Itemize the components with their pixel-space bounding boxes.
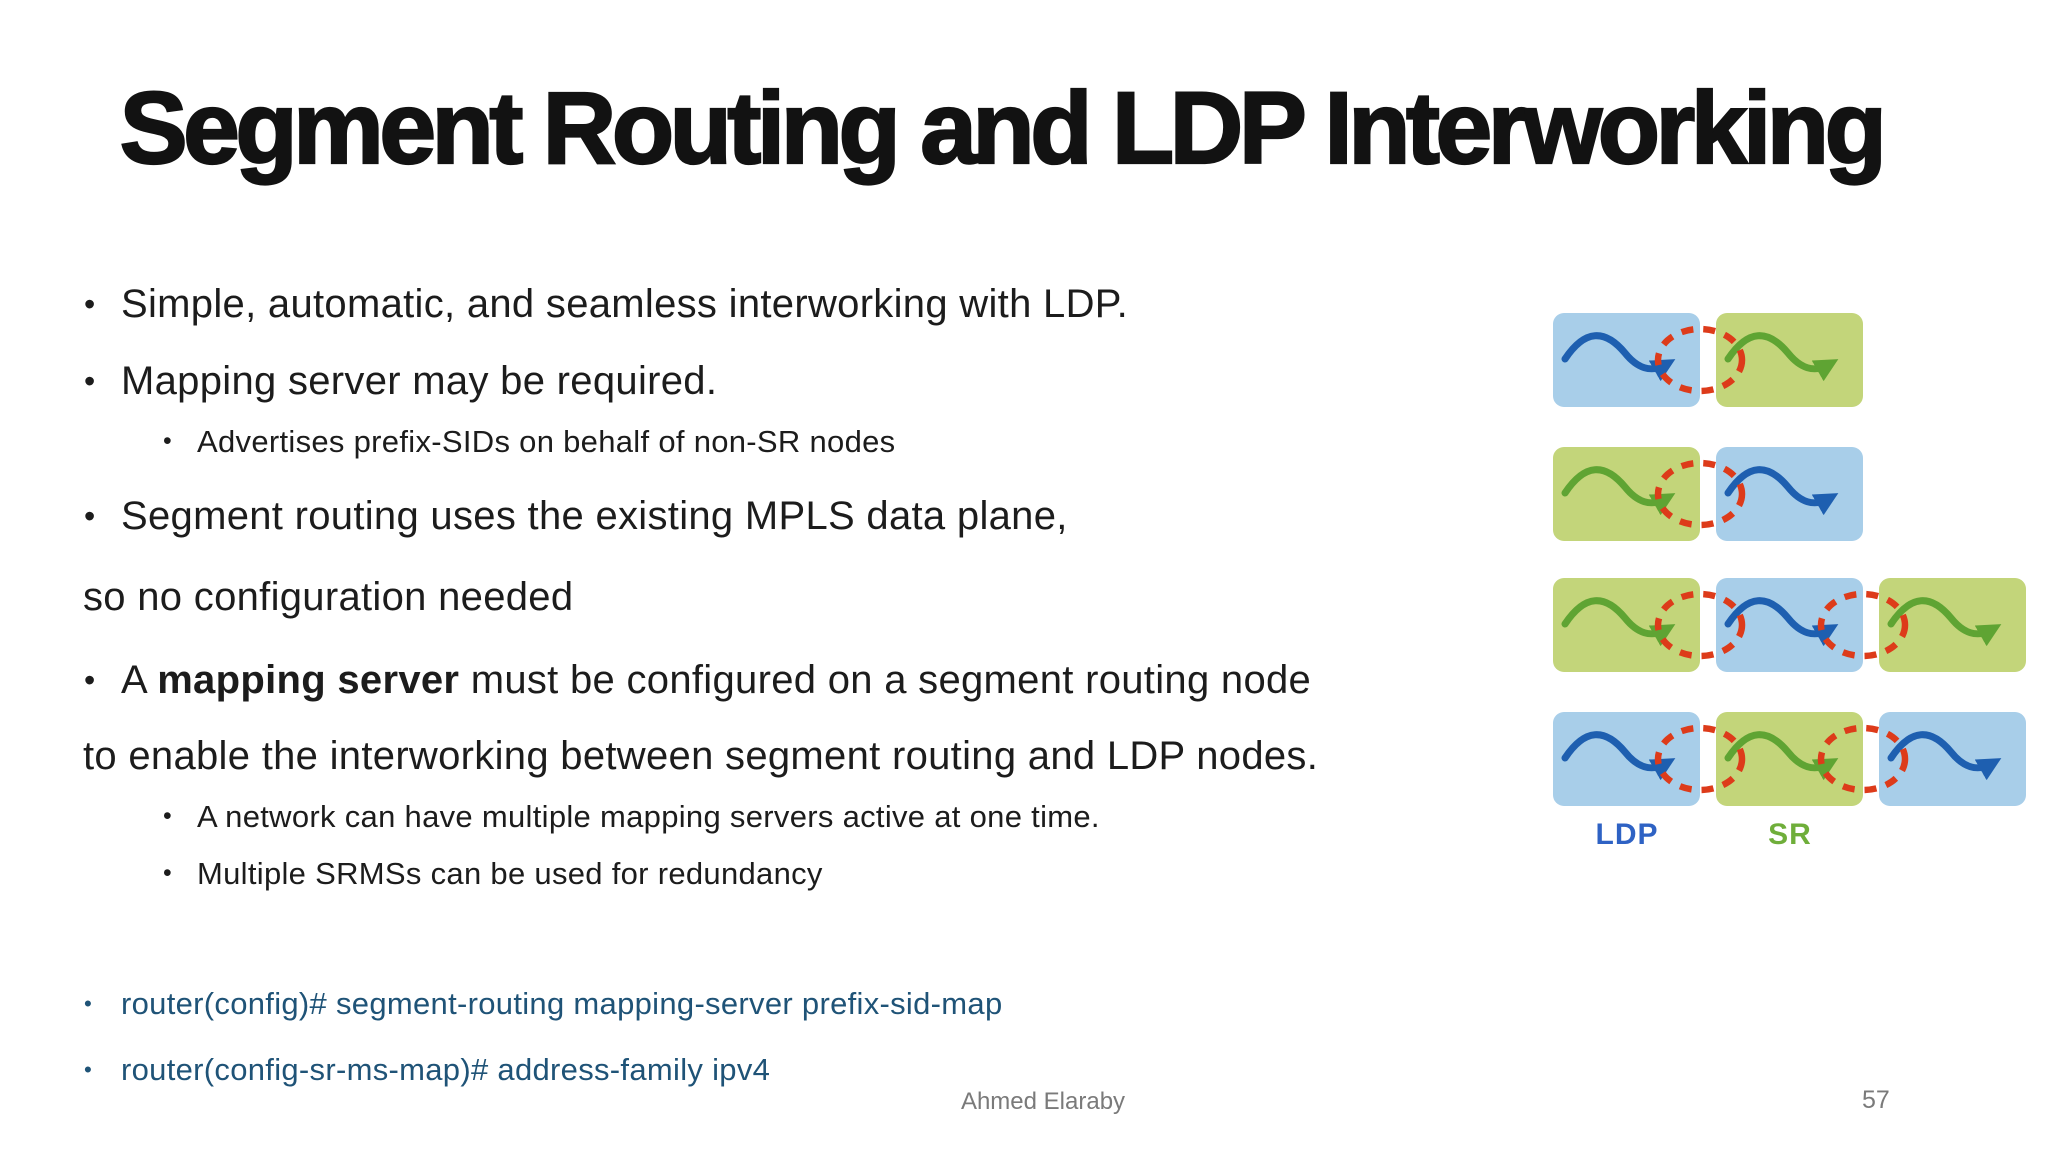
diagram-box-sr (1553, 578, 1700, 672)
diagram-box-ldp (1553, 313, 1700, 407)
command-text: router(config)# segment-routing mapping-… (121, 986, 1003, 1021)
bullet-text: A (121, 657, 158, 702)
command-line: router(config)# segment-routing mapping-… (84, 983, 1003, 1025)
diagram-box-ldp (1553, 712, 1700, 806)
diagram-box-ldp (1879, 712, 2026, 806)
continuation-line: so no configuration needed (83, 572, 573, 622)
bullet-text: must be configured on a segment routing … (459, 657, 1312, 702)
label-ldp: LDP (1595, 818, 1659, 851)
diagram-box-sr (1716, 313, 1863, 407)
footer-author: Ahmed Elaraby (960, 1088, 1126, 1115)
bullet-text: Mapping server may be required. (121, 358, 718, 403)
bullet-line: Simple, automatic, and seamless interwor… (84, 279, 1128, 329)
bullet-text: Simple, automatic, and seamless interwor… (121, 281, 1129, 326)
bullet-text: A network can have multiple mapping serv… (197, 799, 1100, 834)
command-text: router(config-sr-ms-map)# address-family… (121, 1052, 771, 1087)
diagram-box-sr (1553, 447, 1700, 541)
bullet-text: Advertises prefix-SIDs on behalf of non-… (197, 424, 896, 459)
bullet-text: Segment routing uses the existing MPLS d… (121, 493, 1068, 538)
sub-bullet-line: A network can have multiple mapping serv… (163, 796, 1100, 838)
bullet-text-bold: mapping server (157, 657, 460, 702)
bullet-text: to enable the interworking between segme… (83, 733, 1319, 778)
bullet-line: Mapping server may be required. (84, 356, 717, 406)
sub-bullet-line: Multiple SRMSs can be used for redundanc… (163, 853, 823, 895)
diagram-box-sr (1879, 578, 2026, 672)
bullet-line: Segment routing uses the existing MPLS d… (84, 491, 1068, 541)
diagram-box-sr (1716, 712, 1863, 806)
bullet-text: so no configuration needed (83, 574, 574, 619)
bullet-line: A mapping server must be configured on a… (84, 655, 1311, 705)
diagram-box-ldp (1716, 578, 1863, 672)
diagram-box-ldp (1716, 447, 1863, 541)
page-number: 57 (1862, 1086, 1890, 1114)
sub-bullet-line: Advertises prefix-SIDs on behalf of non-… (163, 421, 895, 463)
command-line: router(config-sr-ms-map)# address-family… (84, 1049, 770, 1091)
bullet-text: Multiple SRMSs can be used for redundanc… (197, 856, 823, 891)
continuation-line: to enable the interworking between segme… (83, 731, 1318, 781)
page-title: Segment Routing and LDP Interworking (118, 71, 1888, 186)
label-sr: SR (1768, 818, 1812, 851)
